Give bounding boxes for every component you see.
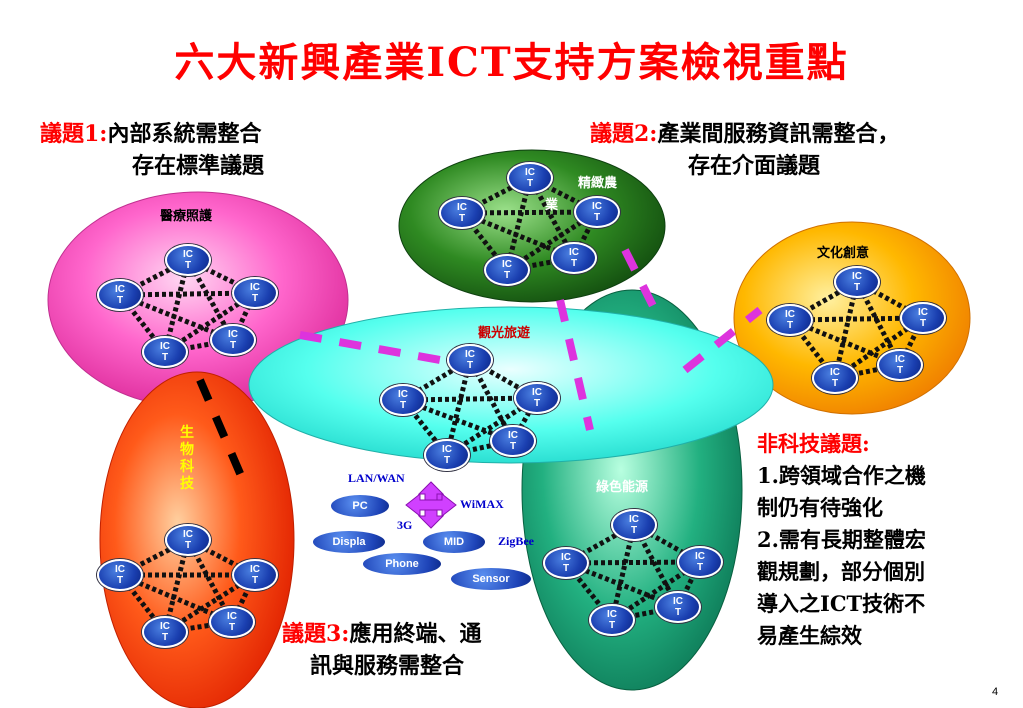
issue-2-line1: 產業間服務資訊需整合， [657, 121, 900, 147]
issue-2-label: 議題2: [590, 121, 658, 147]
page-title: 六大新興產業ICT支持方案檢視重點 [174, 39, 849, 86]
lan-wan-label: LAN/WAN [348, 471, 405, 485]
network-links [116, 175, 927, 635]
connectors [299, 248, 763, 431]
non-tech-p1-line2: 制仍有待強化 [757, 495, 883, 520]
issue-3: 議題3:應用終端、通 訊與服務需整合 [282, 618, 481, 682]
wimax-label: WiMAX [460, 497, 504, 511]
region-agri-label-2: 業 [545, 198, 559, 213]
region-agri-label-line1: 精緻農 [578, 176, 618, 191]
non-tech-p2-line2: 觀規劃，部分個別 [757, 559, 925, 584]
issue-1-line1: 內部系統需整合 [107, 121, 262, 147]
page-number: 4 [992, 686, 999, 698]
region-agri-label: 精緻農 [578, 172, 617, 191]
issue-1: 議題1:內部系統需整合 存在標準議題 [40, 118, 264, 182]
black-connector [196, 378, 249, 487]
non-tech-heading: 非科技議題: [757, 431, 870, 456]
3g-label: 3G [397, 518, 413, 532]
region-culture-label: 文化創意 [817, 246, 870, 261]
issue-3-label: 議題3: [282, 621, 350, 647]
network-cross-icon [405, 481, 457, 529]
non-tech-p2-line1: 2.需有長期整體宏 [757, 527, 926, 552]
mid-device: MID [422, 530, 486, 554]
issue-3-line1: 應用終端、通 [349, 621, 482, 647]
region-tourism-label: 觀光旅遊 [478, 326, 531, 341]
pc-device: PC [330, 494, 390, 518]
non-tech-p1-line1: 1.跨領域合作之機 [757, 463, 926, 488]
display-device: Displa [312, 530, 386, 554]
issue-1-line2: 存在標準議題 [132, 153, 265, 179]
issue-3-line2: 訊與服務需整合 [310, 653, 465, 679]
non-tech-issues: 非科技議題: 1.跨領域合作之機 制仍有待強化 2.需有長期整體宏 觀規劃，部分… [757, 428, 1007, 652]
issue-1-label: 議題1: [40, 121, 108, 147]
region-green-label: 綠色能源 [596, 480, 649, 495]
phone-device: Phone [362, 552, 442, 576]
non-tech-p2-line4: 易產生綜效 [757, 623, 862, 648]
region-bio-label: 生物科技 [180, 425, 194, 492]
region-agri-shape [398, 149, 666, 303]
region-medical-label: 醫療照護 [160, 209, 213, 224]
issue-2: 議題2:產業間服務資訊需整合， 存在介面議題 [590, 118, 899, 182]
issue-2-line2: 存在介面議題 [688, 153, 821, 179]
non-tech-p2-line3: 導入之ICT技術不 [757, 591, 926, 616]
sensor-device: Sensor [450, 567, 532, 591]
zigbee-label: ZigBee [498, 534, 534, 548]
